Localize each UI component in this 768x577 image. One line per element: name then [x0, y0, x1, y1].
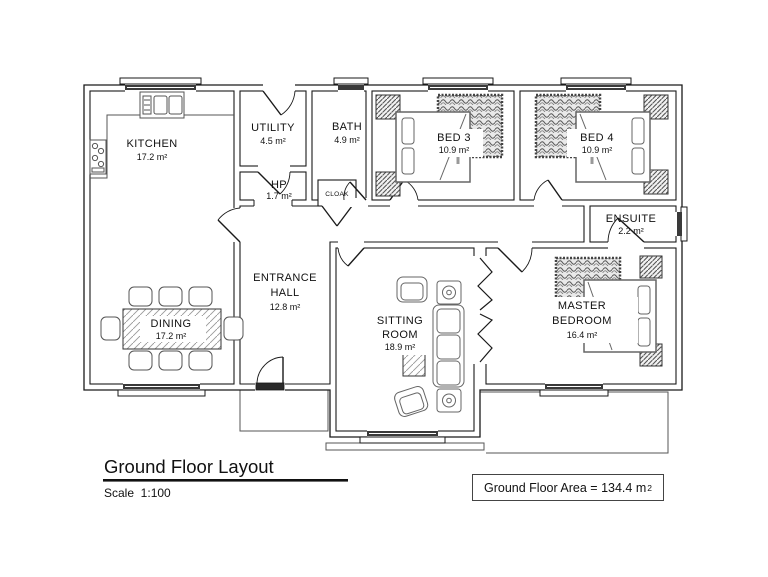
area-dining: 17.2 m² — [156, 331, 187, 341]
sofa — [432, 304, 465, 388]
door-ensuite — [607, 217, 645, 249]
ground-floor-area-sup: 2 — [647, 482, 652, 493]
window-dining — [117, 383, 206, 397]
armchair — [394, 386, 429, 417]
label-bg — [371, 313, 431, 355]
front-door-threshold — [255, 382, 285, 391]
dining-chair — [128, 286, 153, 307]
label-cloak: CLOAK — [325, 191, 349, 198]
area-bed3: 10.9 m² — [439, 145, 470, 155]
window-bed3 — [422, 77, 494, 92]
room-hp — [239, 171, 307, 201]
label-ensuite: ENSUITE — [606, 213, 656, 225]
side-table-lamp — [436, 388, 462, 413]
pillow — [631, 117, 645, 145]
window-kitchen — [119, 77, 202, 92]
room-ensuite — [589, 205, 677, 243]
label-sitting-2: ROOM — [382, 329, 418, 341]
dining-chair — [158, 286, 183, 307]
label-bath: BATH — [332, 121, 362, 133]
label-bg — [140, 316, 206, 342]
dining-chair — [128, 350, 153, 371]
window-ensuite — [675, 206, 688, 242]
dining-chair — [188, 350, 213, 371]
sitting-furniture — [394, 276, 465, 417]
window-bed4 — [560, 77, 632, 92]
bedside-unit — [375, 94, 401, 120]
label-utility: UTILITY — [251, 122, 295, 134]
pillow — [637, 317, 651, 347]
windows — [117, 77, 688, 444]
door-sitting-room — [337, 241, 365, 267]
label-bg — [425, 129, 483, 157]
rear-patio-outline — [480, 391, 669, 454]
area-master: 16.4 m² — [567, 330, 598, 340]
label-master-1: MASTER — [558, 300, 606, 312]
kitchen-sink — [139, 91, 185, 119]
door-bed4 — [533, 179, 563, 207]
room-labels: KITCHEN 17.2 m² UTILITY 4.5 m² BATH 4.9 … — [126, 121, 656, 355]
front-porch-outline — [239, 389, 329, 432]
label-master-2: BEDROOM — [552, 315, 612, 327]
front-door — [255, 356, 285, 392]
title-block: Ground Floor Layout Scale 1:100 — [103, 456, 348, 500]
pillow — [401, 117, 415, 145]
side-table-lamp — [436, 280, 462, 305]
area-ensuite: 2.2 m² — [618, 226, 644, 236]
dining-furniture — [100, 286, 244, 371]
dining-chair — [188, 286, 213, 307]
door-hall-kitchen — [217, 207, 241, 243]
label-bed3: BED 3 — [437, 132, 471, 144]
bedside-unit — [639, 255, 663, 279]
label-dining: DINING — [151, 318, 192, 330]
door-utility-exterior — [262, 83, 296, 116]
opening-hp-hall — [253, 199, 293, 208]
label-entrance-hall-1: ENTRANCE — [253, 272, 317, 284]
ground-floor-area-text: Ground Floor Area = 134.4 m — [484, 480, 647, 495]
label-bg — [567, 129, 629, 157]
area-kitchen: 17.2 m² — [137, 152, 168, 162]
pillow — [401, 147, 415, 175]
area-sitting: 18.9 m² — [385, 342, 416, 352]
door-cloak — [321, 203, 353, 227]
area-entrance-hall: 12.8 m² — [270, 302, 301, 312]
pillow — [637, 285, 651, 315]
area-bath: 4.9 m² — [334, 135, 360, 145]
armchair — [396, 276, 428, 303]
door-bath — [343, 181, 368, 207]
dining-chair — [100, 316, 121, 341]
window-master — [539, 383, 609, 397]
area-utility: 4.5 m² — [260, 136, 286, 146]
label-sitting-1: SITTING — [377, 315, 423, 327]
bay-step-outline — [325, 442, 485, 451]
page-title: Ground Floor Layout — [104, 456, 274, 477]
window-bath — [333, 77, 369, 92]
window-sitting-bay — [359, 430, 446, 444]
label-hp: HP — [271, 179, 287, 191]
area-bed4: 10.9 m² — [582, 145, 613, 155]
label-entrance-hall-2: HALL — [270, 287, 299, 299]
title-underline — [103, 479, 348, 482]
label-kitchen: KITCHEN — [126, 138, 177, 150]
area-hp: 1.7 m² — [266, 191, 292, 201]
door-master-bedroom — [497, 241, 533, 273]
label-bed4: BED 4 — [580, 132, 614, 144]
scale-label: Scale 1:100 — [104, 486, 171, 500]
kitchen-hob — [89, 139, 107, 175]
dining-chair — [223, 316, 244, 341]
double-doors-sitting-master — [473, 256, 494, 364]
label-bg — [528, 297, 638, 343]
door-utility-hp — [257, 165, 291, 195]
kitchen-furniture — [89, 91, 234, 179]
room-entrance-hall — [239, 205, 585, 385]
dining-chair — [158, 350, 183, 371]
pillow — [631, 147, 645, 175]
